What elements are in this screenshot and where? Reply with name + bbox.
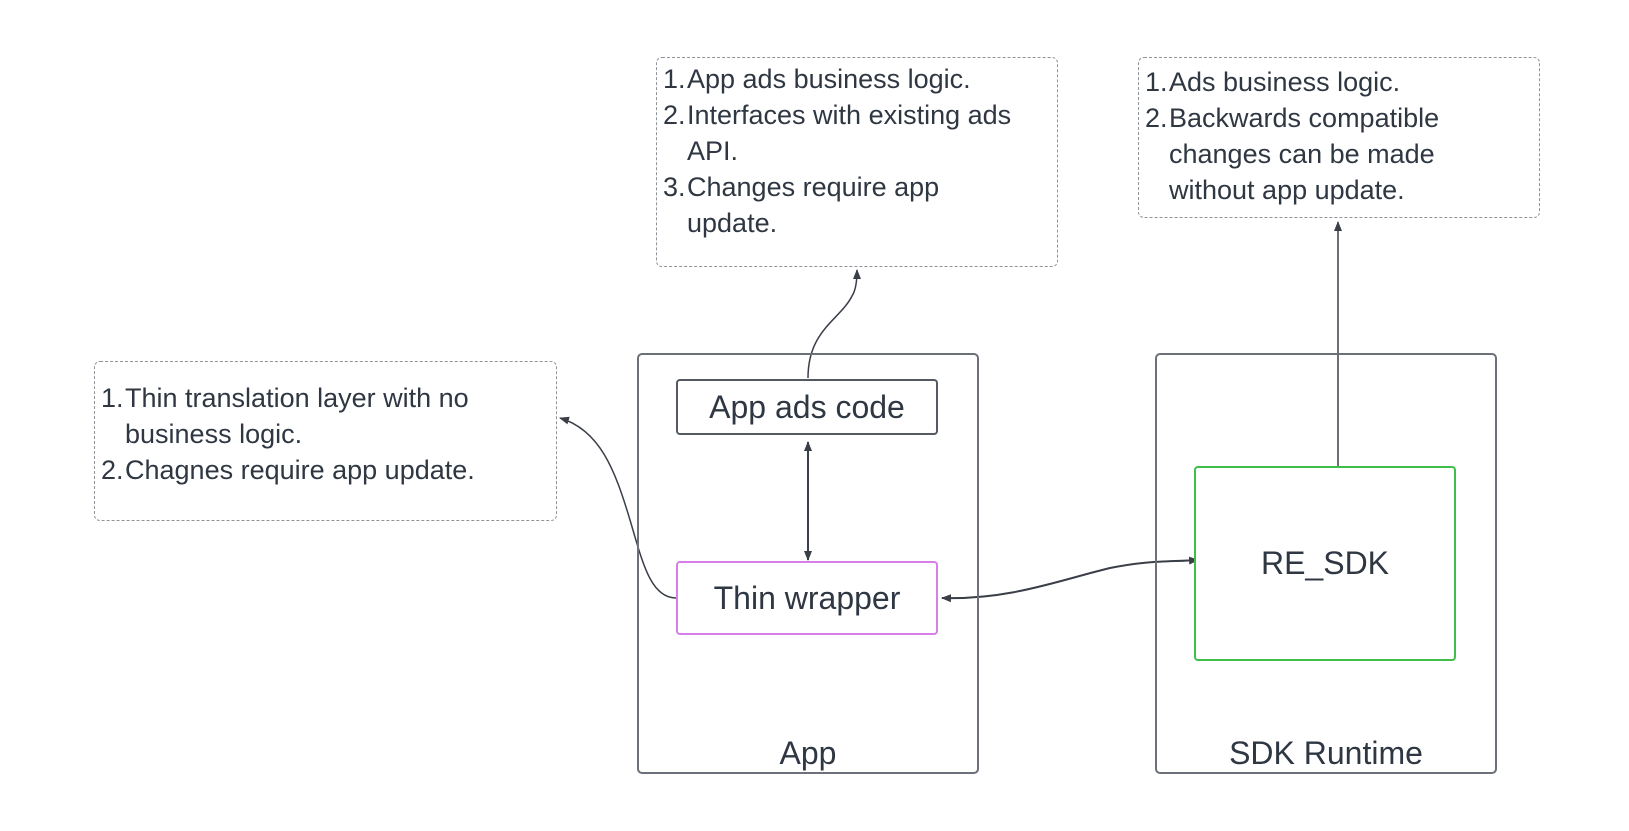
sdk-note: Ads business logic. Backwards compatible… xyxy=(1138,57,1540,218)
app-container-label: App xyxy=(779,735,837,771)
sdk-runtime-container: SDK Runtime xyxy=(1155,353,1497,774)
thin-wrapper-label: Thin wrapper xyxy=(713,579,901,616)
app-ads-code-node[interactable]: App ads code xyxy=(676,379,938,435)
note-item: Ads business logic. xyxy=(1145,64,1401,100)
app-ads-code-note: App ads business logic. Interfaces with … xyxy=(656,57,1058,267)
sdk-runtime-container-label: SDK Runtime xyxy=(1229,735,1423,771)
connector-ads-code-note xyxy=(807,269,861,379)
thin-wrapper-note-list: Thin translation layer with no business … xyxy=(101,380,548,488)
app-ads-code-label: App ads code xyxy=(709,388,905,425)
note-item: Backwards compatible changes can be made… xyxy=(1145,100,1440,205)
note-item: Thin translation layer with no business … xyxy=(101,380,469,449)
re-sdk-node[interactable]: RE_SDK xyxy=(1194,466,1456,661)
app-container: App xyxy=(637,353,979,774)
thin-wrapper-node[interactable]: Thin wrapper xyxy=(676,561,938,635)
app-ads-code-note-list: App ads business logic. Interfaces with … xyxy=(663,61,1035,241)
sdk-note-list: Ads business logic. Backwards compatible… xyxy=(1145,64,1502,208)
note-item: App ads business logic. xyxy=(663,61,971,97)
note-item: Changes require app update. xyxy=(663,169,940,238)
note-item: Chagnes require app update. xyxy=(101,452,475,488)
thin-wrapper-note: Thin translation layer with no business … xyxy=(94,361,557,521)
connector-wrapper-note xyxy=(559,416,677,599)
connector-wrapper-re-sdk xyxy=(941,556,1199,603)
note-item: Interfaces with existing ads API. xyxy=(663,97,1012,166)
re-sdk-label: RE_SDK xyxy=(1260,545,1390,581)
